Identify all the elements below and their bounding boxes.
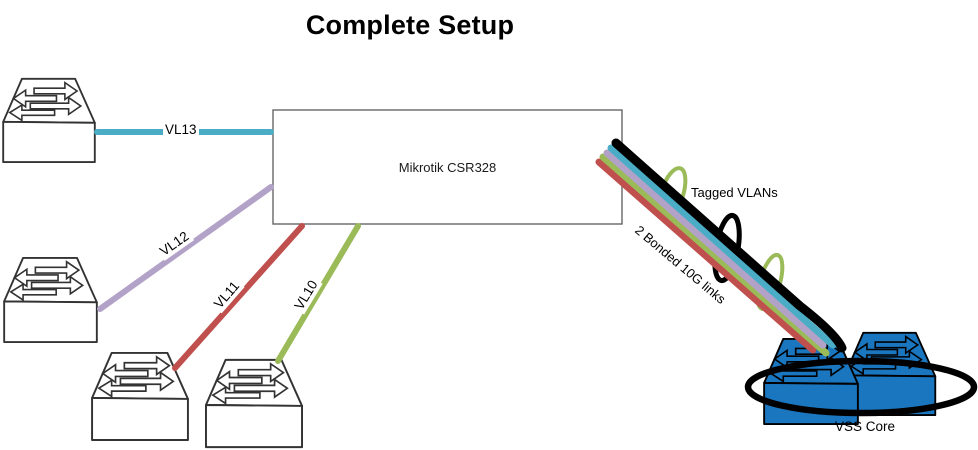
vss-core-label: VSS Core: [834, 419, 896, 434]
bundle-line-teal: [607, 144, 837, 349]
bundle-line-black: [611, 138, 847, 353]
link-vl10: [275, 223, 361, 364]
diagram-title: Complete Setup: [305, 10, 515, 40]
access-switch-4-icon: [205, 358, 303, 449]
access-switch-1-icon: [2, 77, 96, 163]
link-vl11: [172, 223, 305, 371]
bundle-line-green: [599, 153, 830, 357]
vss-ring: [744, 357, 978, 417]
link-label-vl13: VL13: [163, 122, 199, 138]
tagged-vlans-label: Tagged VLANs: [691, 185, 778, 200]
access-switch-2-icon: [3, 256, 98, 343]
router-label: Mikrotik CSR328: [398, 159, 497, 175]
bundle-line-red: [595, 158, 817, 354]
router-box: [272, 109, 623, 225]
bundle-line-purple: [603, 149, 827, 349]
link-vl12: [97, 184, 274, 312]
